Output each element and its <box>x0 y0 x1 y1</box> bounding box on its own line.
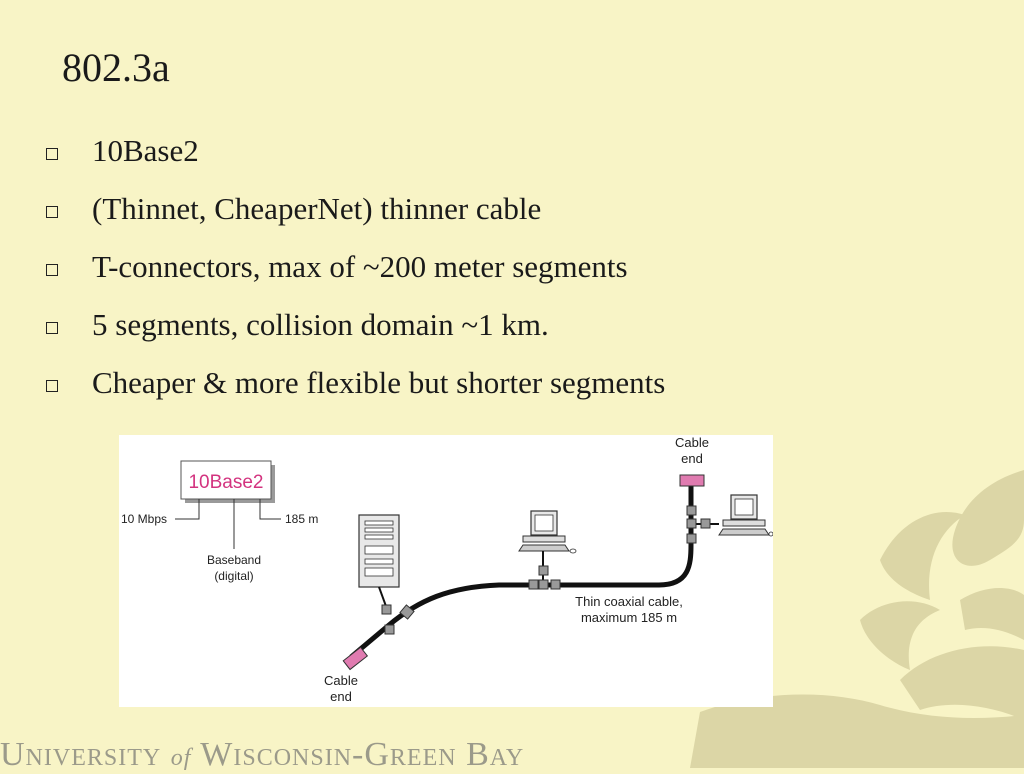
length-label: 185 m <box>285 512 318 526</box>
bullet-item: 5 segments, collision domain ~1 km. <box>46 296 665 354</box>
university-footer: University of Wisconsin-Green Bay <box>0 736 524 773</box>
bullet-item: (Thinnet, CheaperNet) thinner cable <box>46 180 665 238</box>
terminator-icon <box>342 646 369 671</box>
terminator-icon <box>679 474 705 487</box>
connector-icon <box>686 533 697 544</box>
footer-text-part1: University <box>0 736 171 773</box>
t-connector-icon <box>538 579 549 590</box>
connector-icon <box>528 579 539 590</box>
diagram-svg: 10Base2 10 Mbps 185 m Baseband (digital) <box>121 435 774 704</box>
t-connector-icon <box>399 604 415 620</box>
cable-end-bottom-line1: Cable <box>324 673 358 688</box>
baseband-label-line1: Baseband <box>207 553 261 567</box>
cable-label-line1: Thin coaxial cable, <box>575 594 683 609</box>
square-bullet-icon <box>46 322 58 334</box>
connector-icon <box>550 579 561 590</box>
workstation-icon <box>718 494 774 537</box>
cable-end-top-line2: end <box>681 451 703 466</box>
bullet-item: T-connectors, max of ~200 meter segments <box>46 238 665 296</box>
square-bullet-icon <box>46 206 58 218</box>
bullet-text: Cheaper & more flexible but shorter segm… <box>92 365 666 400</box>
label-box-text: 10Base2 <box>188 472 263 493</box>
thin-coax-cable <box>349 479 694 659</box>
footer-text-part2: of <box>170 745 192 771</box>
10base2-diagram: 10Base2 10 Mbps 185 m Baseband (digital) <box>119 435 774 707</box>
connector-icon <box>538 565 549 576</box>
cable-label-line2: maximum 185 m <box>581 610 677 625</box>
connector-icon <box>384 624 395 635</box>
bullet-item: Cheaper & more flexible but shorter segm… <box>46 354 665 412</box>
cable-end-bottom-line2: end <box>330 689 352 704</box>
speed-leader <box>175 499 200 520</box>
connector-icon <box>381 604 392 615</box>
length-leader <box>259 499 281 520</box>
bullet-text: 5 segments, collision domain ~1 km. <box>92 307 549 342</box>
bullet-item: 10Base2 <box>46 122 665 180</box>
slide-title: 802.3a <box>62 45 170 90</box>
speed-label: 10 Mbps <box>121 512 167 526</box>
baseband-label-line2: (digital) <box>214 569 253 583</box>
bullet-text: T-connectors, max of ~200 meter segments <box>92 249 628 284</box>
server-tower-icon <box>358 514 400 588</box>
square-bullet-icon <box>46 264 58 276</box>
t-connector-icon <box>686 518 697 529</box>
connector-icon <box>686 505 697 516</box>
bullet-text: (Thinnet, CheaperNet) thinner cable <box>92 191 542 226</box>
square-bullet-icon <box>46 148 58 160</box>
connector-icon <box>700 518 711 529</box>
footer-text-part3: Wisconsin-Green Bay <box>191 736 525 773</box>
bullet-list: 10Base2 (Thinnet, CheaperNet) thinner ca… <box>46 122 665 412</box>
square-bullet-icon <box>46 380 58 392</box>
label-box <box>180 460 272 500</box>
cable-end-top-line1: Cable <box>675 435 709 450</box>
bullet-text: 10Base2 <box>92 133 199 168</box>
workstation-icon <box>518 510 577 554</box>
